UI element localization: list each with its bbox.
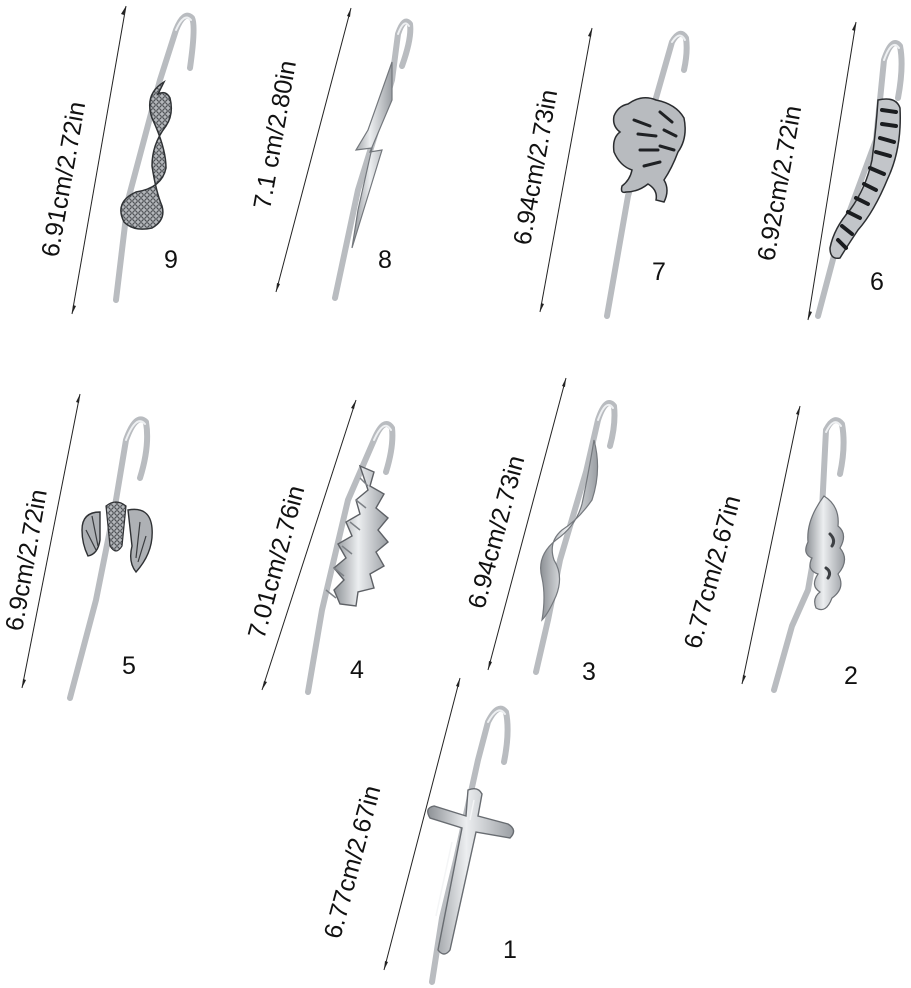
bookmark-pin xyxy=(604,30,690,319)
wave-charm xyxy=(540,439,599,622)
dimension-label: 7.1 cm/2.80in xyxy=(248,58,302,211)
bookmark-pin xyxy=(427,705,515,985)
bookmark-3: 6.94cm/2.73in 3 xyxy=(463,377,618,686)
dimension-arrow xyxy=(807,21,857,321)
snake-charm xyxy=(120,80,173,230)
bookmark-number: 1 xyxy=(503,936,517,964)
bookmark-7: 6.94cm/2.73in 7 xyxy=(508,27,690,319)
bookmark-pin xyxy=(815,40,905,319)
bookmark-8: 7.1 cm/2.80in 8 xyxy=(248,7,414,301)
dimension-arrow xyxy=(487,377,567,671)
drip-charm xyxy=(805,495,846,611)
bookmark-number: 6 xyxy=(870,268,884,296)
dimension-label: 6.9cm/2.72in xyxy=(0,487,52,633)
bookmark-pin xyxy=(771,417,847,693)
bookmark-1: 6.77cm/2.67in 1 xyxy=(319,677,517,985)
bookmark-number: 3 xyxy=(582,658,596,686)
bookmark-pin xyxy=(332,18,414,301)
dimension-label: 6.94cm/2.73in xyxy=(508,88,563,248)
bookmark-4: 7.01cm/2.76in 4 xyxy=(243,399,396,695)
dimension-arrow xyxy=(741,405,801,685)
dragon-body xyxy=(105,501,127,552)
bookmark-number: 7 xyxy=(652,258,666,286)
bookmark-pin xyxy=(533,400,618,675)
dimension-label: 6.77cm/2.67in xyxy=(319,783,387,942)
bookmark-5: 6.9cm/2.72in 5 xyxy=(0,393,153,701)
dimension-arrow xyxy=(71,5,127,315)
dimension-label: 6.94cm/2.73in xyxy=(463,453,531,612)
bookmark-number: 2 xyxy=(844,662,858,690)
dimension-arrow xyxy=(539,27,593,313)
cross-charm xyxy=(427,787,515,955)
centipede-charm xyxy=(829,98,901,260)
bookmark-number: 8 xyxy=(378,246,392,274)
dimension-arrow xyxy=(275,7,352,293)
bookmark-9: 6.91cm/2.72in 9 xyxy=(36,5,197,315)
dimension-arrow xyxy=(383,677,461,971)
dimension-label: 6.91cm/2.72in xyxy=(36,100,91,260)
bookmark-number: 5 xyxy=(122,652,136,680)
dragon-wings xyxy=(81,508,153,574)
spike-charm xyxy=(333,464,389,607)
dimension-label: 6.92cm/2.72in xyxy=(752,104,807,264)
bookmark-number: 9 xyxy=(164,246,178,274)
dimension-arrow xyxy=(261,399,357,691)
bookmark-6: 6.92cm/2.72in 6 xyxy=(752,21,905,321)
dimension-label: 7.01cm/2.76in xyxy=(243,483,311,642)
dimension-label: 6.77cm/2.67in xyxy=(679,493,747,652)
bookmark-pin xyxy=(113,12,197,303)
lightning-charm xyxy=(351,61,393,249)
dimension-arrow xyxy=(21,393,81,689)
bookmark-number: 4 xyxy=(350,656,364,684)
bookmark-pin xyxy=(305,421,396,695)
bookmark-2: 6.77cm/2.67in 2 xyxy=(679,405,858,693)
bookmark-pin xyxy=(67,416,153,701)
